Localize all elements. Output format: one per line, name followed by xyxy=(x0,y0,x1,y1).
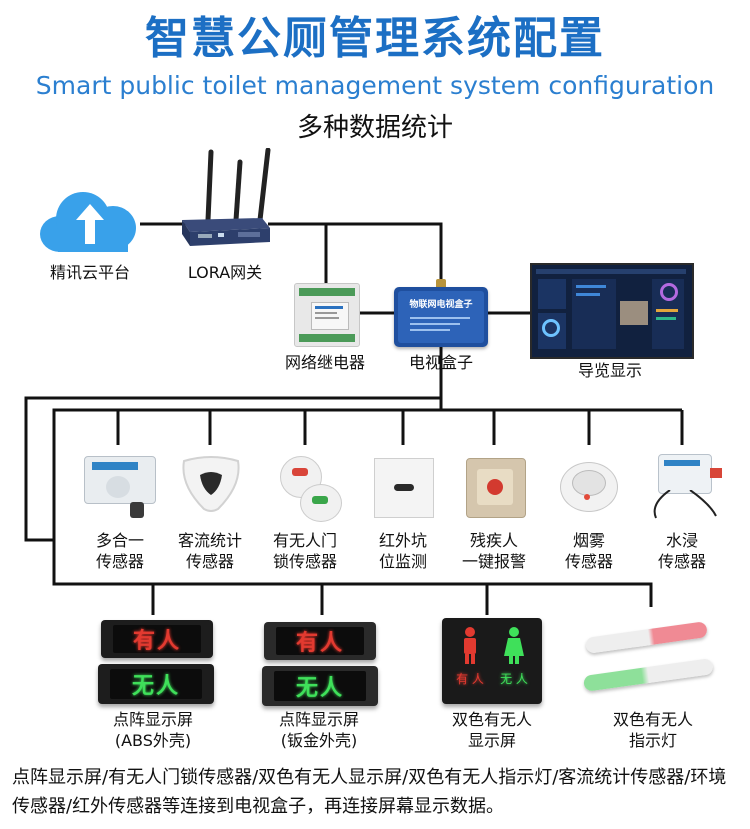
cloud-platform-icon xyxy=(40,186,140,252)
dot-matrix-metal-green-panel: 无人 xyxy=(262,666,378,706)
door-lock-sensor-icon xyxy=(266,452,346,522)
tv-box-logo-text: 物联网电视盒子 xyxy=(409,300,473,310)
display-label: 点阵显示屏(ABS外壳) xyxy=(112,710,193,750)
display-label: 双色有无人显示屏 xyxy=(451,710,532,750)
dot-matrix-abs-green-panel: 无人 xyxy=(98,664,214,704)
water-leak-sensor-icon xyxy=(640,450,732,522)
section-heading: 多种数据统计 xyxy=(296,113,453,143)
display-label: 点阵显示屏(钣金外壳) xyxy=(278,710,359,750)
sensor-label: 多合一传感器 xyxy=(95,531,144,571)
passenger-counter-icon xyxy=(178,455,244,513)
guide-monitor-icon xyxy=(530,263,694,359)
sign-occupied-text: 有 人 xyxy=(456,672,484,686)
display-label: 双色有无人指示灯 xyxy=(612,710,693,750)
cloud-platform-label: 精讯云平台 xyxy=(49,263,130,282)
page-title: 智慧公厕管理系统配置 xyxy=(145,13,605,64)
sensor-label: 客流统计传感器 xyxy=(177,531,242,571)
footer-caption: 点阵显示屏/有无人门锁传感器/双色有无人显示屏/双色有无人指示灯/客流统计传感器… xyxy=(12,767,727,817)
guide-monitor-label: 导览显示 xyxy=(577,361,642,380)
sensor-label: 水浸传感器 xyxy=(657,531,706,571)
tv-box-label: 电视盒子 xyxy=(408,353,473,372)
dual-color-display-panel: 有 人 无 人 xyxy=(442,618,542,704)
sensor-label: 烟雾传感器 xyxy=(564,531,613,571)
sensor-label: 有无人门锁传感器 xyxy=(272,531,337,571)
sensor-label: 残疾人一键报警 xyxy=(461,531,526,571)
infrared-sensor-icon xyxy=(374,458,434,518)
sensor-label: 红外坑位监测 xyxy=(378,531,427,571)
dot-matrix-metal-red-panel: 有人 xyxy=(264,622,376,660)
dot-matrix-abs-red-panel: 有人 xyxy=(101,620,213,658)
sign-vacant-text: 无 人 xyxy=(500,672,528,686)
multi-sensor-icon xyxy=(80,452,162,520)
network-relay-label: 网络继电器 xyxy=(284,353,365,372)
emergency-button-icon xyxy=(466,458,526,518)
page-subtitle: Smart public toilet management system co… xyxy=(35,71,715,100)
lora-gateway-icon xyxy=(178,147,272,252)
smoke-detector-icon xyxy=(556,456,620,512)
tv-box-icon: 物联网电视盒子 xyxy=(394,279,488,347)
lora-gateway-label: LORA网关 xyxy=(187,263,263,282)
network-relay-icon xyxy=(294,283,360,347)
